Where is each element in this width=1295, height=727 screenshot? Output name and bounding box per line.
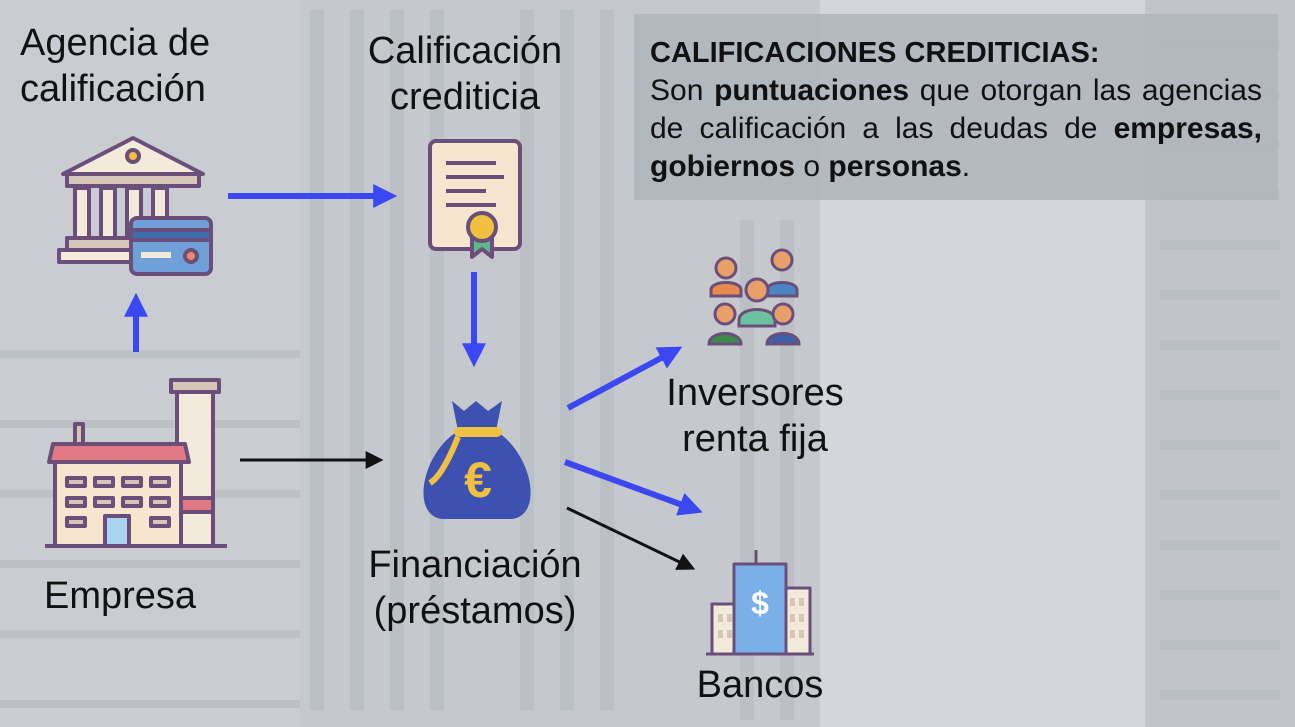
info-title: CALIFICACIONES CREDITICIAS: — [650, 37, 1100, 69]
arrow-financing-to-investors-2 — [563, 459, 703, 516]
investors-label: Inversores renta fija — [666, 372, 844, 460]
info-bold-2: empresas, gobiernos — [650, 112, 1262, 183]
info-bold-3: personas — [828, 150, 962, 183]
info-bold-1: puntuaciones — [714, 74, 910, 107]
info-text-3: o — [795, 150, 829, 183]
investors-group-icon — [707, 248, 801, 346]
agency-label: Agencia de calificación — [20, 22, 211, 110]
bank-building-icon — [57, 136, 213, 276]
info-body: Son puntuaciones que otorgan las agencia… — [650, 72, 1262, 186]
financing-label: Financiación (préstamos) — [368, 544, 582, 632]
company-label: Empresa — [43, 575, 197, 617]
money-bag-icon: € — [423, 401, 531, 519]
arrow-financing-to-investors — [566, 346, 683, 411]
banks-label: Bancos — [696, 664, 824, 706]
euro-symbol: € — [464, 452, 492, 508]
rating-label: Calificación crediticia — [367, 30, 563, 118]
info-text-1: Son — [650, 74, 715, 107]
certificate-icon — [428, 139, 522, 259]
info-text-2: que otorgan las agencias de calificación… — [650, 74, 1262, 145]
info-text-4: . — [961, 150, 971, 183]
bank-towers-icon: $ — [706, 550, 814, 656]
factory-icon — [45, 378, 227, 548]
dollar-symbol: $ — [751, 585, 769, 621]
arrow-financing-to-banks — [566, 506, 696, 570]
info-box: CALIFICACIONES CREDITICIAS: Son puntuaci… — [634, 14, 1278, 200]
